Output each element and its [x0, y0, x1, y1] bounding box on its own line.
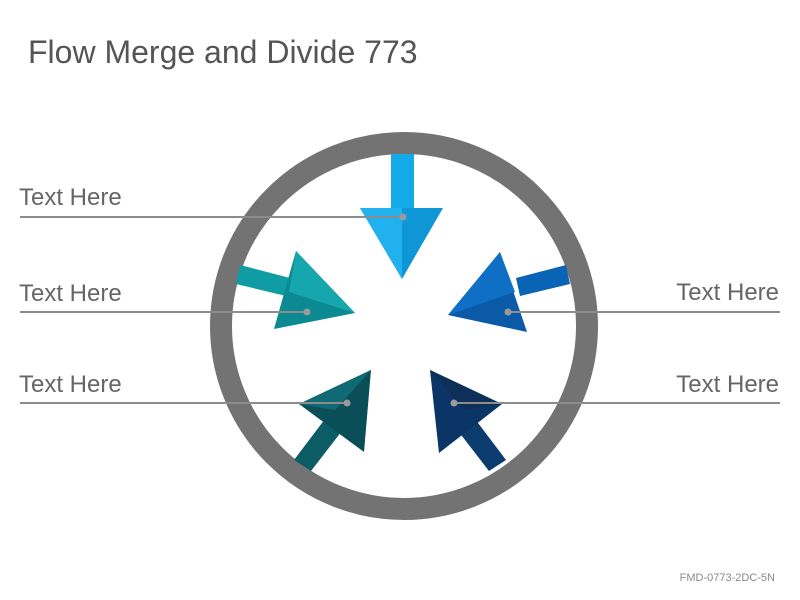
arrow-lower-right	[430, 370, 506, 471]
leader-dot	[303, 308, 311, 316]
arrow-upper-left	[236, 251, 355, 329]
leader-dot	[343, 399, 351, 407]
label-right-bottom: Text Here	[676, 371, 779, 398]
arrow-upper-right	[448, 252, 570, 332]
leader-dot	[450, 399, 458, 407]
leader-dot	[504, 308, 512, 316]
page-title: Flow Merge and Divide 773	[28, 34, 418, 70]
label-left-middle: Text Here	[19, 280, 122, 307]
arrow-top	[360, 154, 443, 279]
label-left-bottom: Text Here	[19, 371, 122, 398]
leader-dot	[399, 213, 407, 221]
footer-code: FMD-0773-2DC-5N	[679, 572, 775, 584]
arrow-lower-left	[294, 370, 371, 471]
leader-dots	[303, 213, 512, 407]
leader-lines	[20, 216, 780, 404]
label-left-top: Text Here	[19, 184, 122, 211]
label-right-middle: Text Here	[676, 279, 779, 306]
merge-ring	[210, 132, 598, 520]
